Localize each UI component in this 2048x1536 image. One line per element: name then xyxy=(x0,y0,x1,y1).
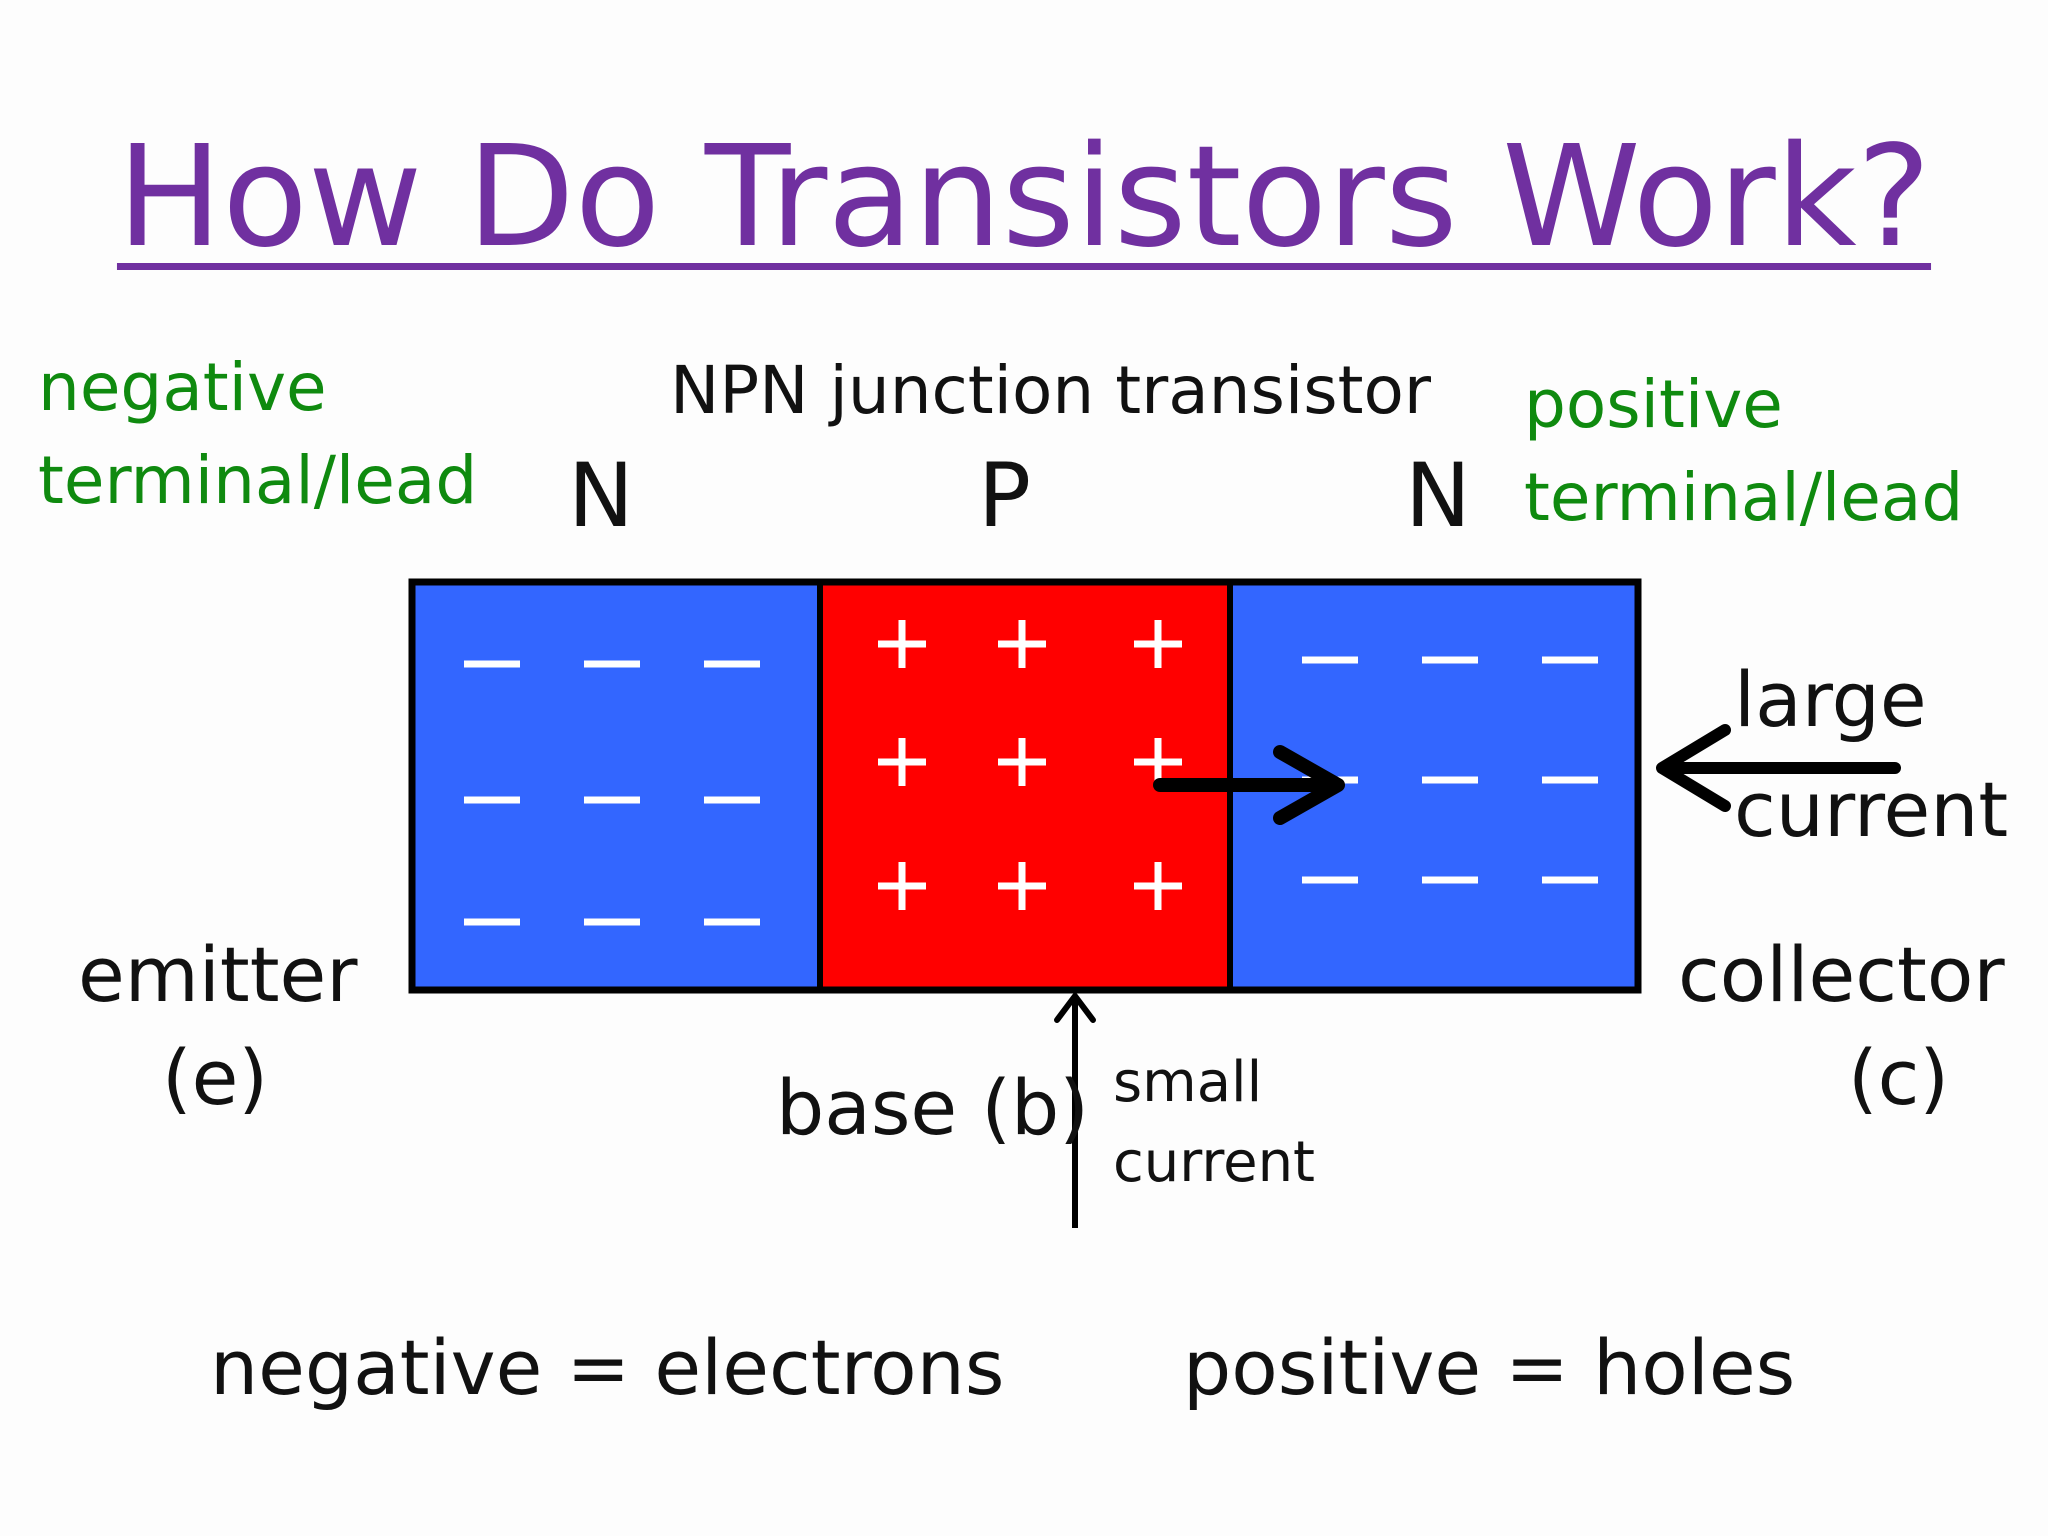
right-terminal-line2: terminal/lead xyxy=(1524,459,1964,536)
region-letter-collector: N xyxy=(1405,444,1471,547)
legend-positive: positive = holes xyxy=(1183,1323,1796,1412)
small-current-line1: small xyxy=(1113,1050,1263,1115)
legend-negative: negative = electrons xyxy=(210,1323,1005,1412)
left-terminal-line2: terminal/lead xyxy=(38,442,478,519)
left-terminal-line1: negative xyxy=(38,349,327,426)
large-current-arrow xyxy=(1656,724,1901,812)
collector-symbol: (c) xyxy=(1848,1033,1950,1122)
hole-plus-symbol xyxy=(1134,738,1182,786)
hole-plus-symbol xyxy=(998,738,1046,786)
region-letter-base: P xyxy=(978,444,1032,547)
hole-plus-symbol xyxy=(878,738,926,786)
electron-flow-arrow xyxy=(1153,745,1345,825)
large-current-line2: current xyxy=(1734,765,2009,854)
hole-plus-symbol xyxy=(998,862,1046,910)
small-current-arrow xyxy=(1054,993,1096,1228)
hole-plus-symbol xyxy=(1134,862,1182,910)
hole-plus-symbol xyxy=(998,620,1046,668)
hole-plus-symbol xyxy=(1134,620,1182,668)
diagram-subtitle: NPN junction transistor xyxy=(670,352,1431,429)
transistor-outline xyxy=(408,578,1642,994)
base-label: base (b) xyxy=(776,1063,1089,1152)
collector-label: collector xyxy=(1678,930,2005,1019)
n-region-emitter xyxy=(412,582,820,990)
right-terminal-line1: positive xyxy=(1524,366,1783,443)
small-current-line2: current xyxy=(1113,1130,1316,1195)
charge-symbols xyxy=(464,620,1598,926)
page-title: How Do Transistors Work? xyxy=(116,116,1932,279)
region-letter-emitter: N xyxy=(568,444,634,547)
large-current-line1: large xyxy=(1734,655,1927,744)
emitter-label: emitter xyxy=(78,930,358,1019)
emitter-symbol: (e) xyxy=(162,1033,269,1122)
hole-plus-symbol xyxy=(878,620,926,668)
hole-plus-symbol xyxy=(878,862,926,910)
